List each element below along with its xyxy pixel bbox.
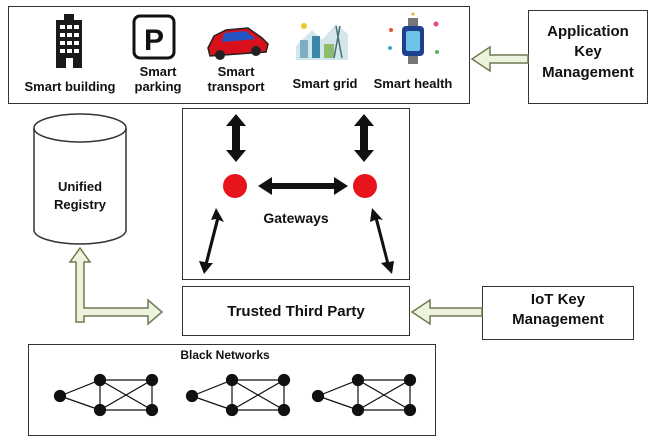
app-label-health: Smart health	[373, 76, 453, 91]
arrow-appkey-to-apps	[470, 45, 529, 73]
building-icon	[56, 14, 82, 68]
app-label-grid: Smart grid	[292, 76, 358, 91]
app-label-transport: Smart transport	[207, 64, 265, 94]
app-label-parking: Smart parking	[134, 64, 182, 94]
gateways-label: Gateways	[263, 210, 329, 226]
trusted-third-party-label: Trusted Third Party	[227, 303, 365, 320]
arrow-gw-right-down	[370, 208, 394, 274]
parking-icon: P	[132, 14, 176, 60]
health-icon	[388, 12, 439, 64]
applications-panel	[8, 6, 470, 104]
iot-key-management-label: IoT Key Management	[512, 291, 604, 329]
network-1	[53, 373, 159, 417]
network-2	[185, 373, 291, 417]
black-networks-label: Black Networks	[180, 348, 270, 362]
network-3	[311, 373, 417, 417]
gateway-node-right	[353, 174, 377, 198]
arrow-gw-left-up	[226, 114, 246, 162]
app-label-building: Smart building	[24, 79, 116, 94]
car-icon	[207, 27, 269, 60]
arrow-registry-ttp	[68, 246, 164, 326]
arrow-iotkey-to-ttp	[410, 298, 483, 326]
gateway-node-left	[223, 174, 247, 198]
trusted-third-party-box	[182, 286, 410, 336]
application-key-management-box	[528, 10, 648, 104]
arrow-gw-left-down	[199, 208, 224, 274]
iot-key-management-box	[482, 286, 634, 340]
registry-label: Unified Registry	[53, 179, 107, 212]
svg-text:P: P	[144, 24, 164, 57]
application-key-management-label: Application Key Management	[542, 23, 634, 81]
network-graph	[53, 373, 417, 417]
arrow-gw-right-up	[354, 114, 374, 162]
grid-icon	[294, 18, 350, 68]
arrow-gw-horizontal	[258, 177, 348, 195]
